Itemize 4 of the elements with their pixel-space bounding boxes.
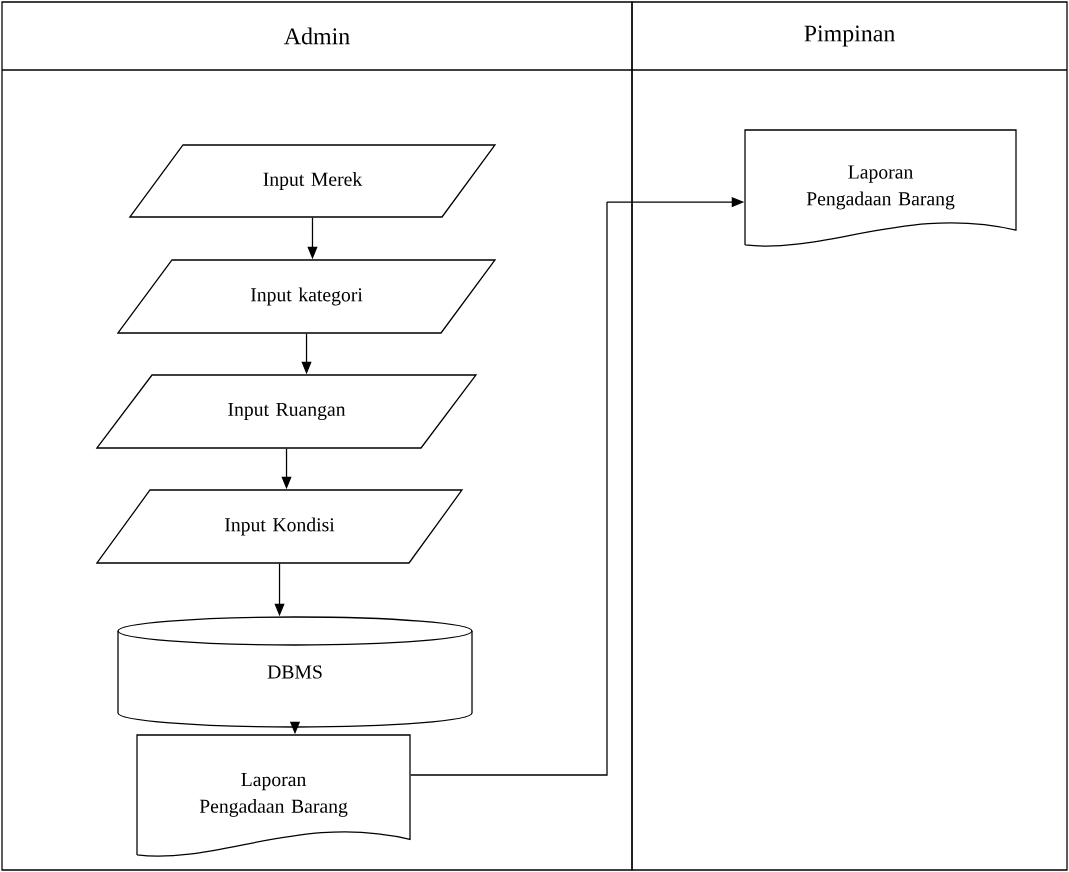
database-cylinder: DBMS <box>117 616 473 728</box>
document-shape: Laporan Pengadaan Barang <box>744 129 1017 247</box>
node-label: DBMS <box>267 665 322 679</box>
document-shape: Laporan Pengadaan Barang <box>136 734 411 857</box>
